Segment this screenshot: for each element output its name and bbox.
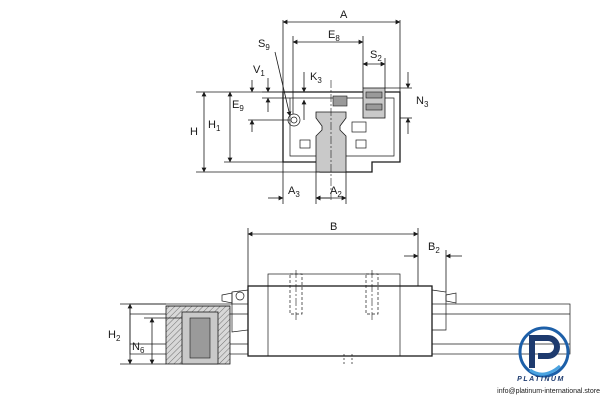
dim-N6: N6 [132,317,182,365]
dim-S9: S9 [258,38,292,117]
label-E8: E8 [328,29,340,43]
dim-E9: E9 [232,80,290,132]
label-H2: H2 [108,329,121,343]
label-K3: K3 [310,71,322,85]
dim-S2: S2 [362,49,386,88]
dim-H1: H1 [208,91,283,163]
dim-A: A [282,9,401,25]
label-A: A [340,9,348,21]
side-view [129,270,571,365]
label-H: H [190,126,198,138]
carriage-side [247,285,433,357]
label-B2: B2 [428,241,440,255]
dim-K3: K3 [301,71,322,120]
label-V1: V1 [253,64,265,78]
label-B: B [330,221,337,233]
dim-B: B [247,221,419,286]
label-A3: A3 [288,185,300,199]
label-A2: A2 [330,185,342,199]
label-H1: H1 [208,119,221,133]
label-S9: S9 [258,38,270,52]
brand-name: PLATINUM [517,376,565,383]
dim-N3: N3 [385,72,429,134]
label-N3: N3 [416,95,429,109]
dim-A2: A2 [315,172,347,204]
dim-H2: H2 [108,303,166,365]
label-E9: E9 [232,99,244,113]
label-S2: S2 [370,49,382,63]
dim-H: H [190,91,320,173]
dim-B2: B2 [404,241,462,292]
brand-email: info@platinum-international.store [497,388,600,395]
cross-section-view [282,20,401,200]
platinum-logo [518,326,570,378]
label-N6: N6 [132,341,145,355]
